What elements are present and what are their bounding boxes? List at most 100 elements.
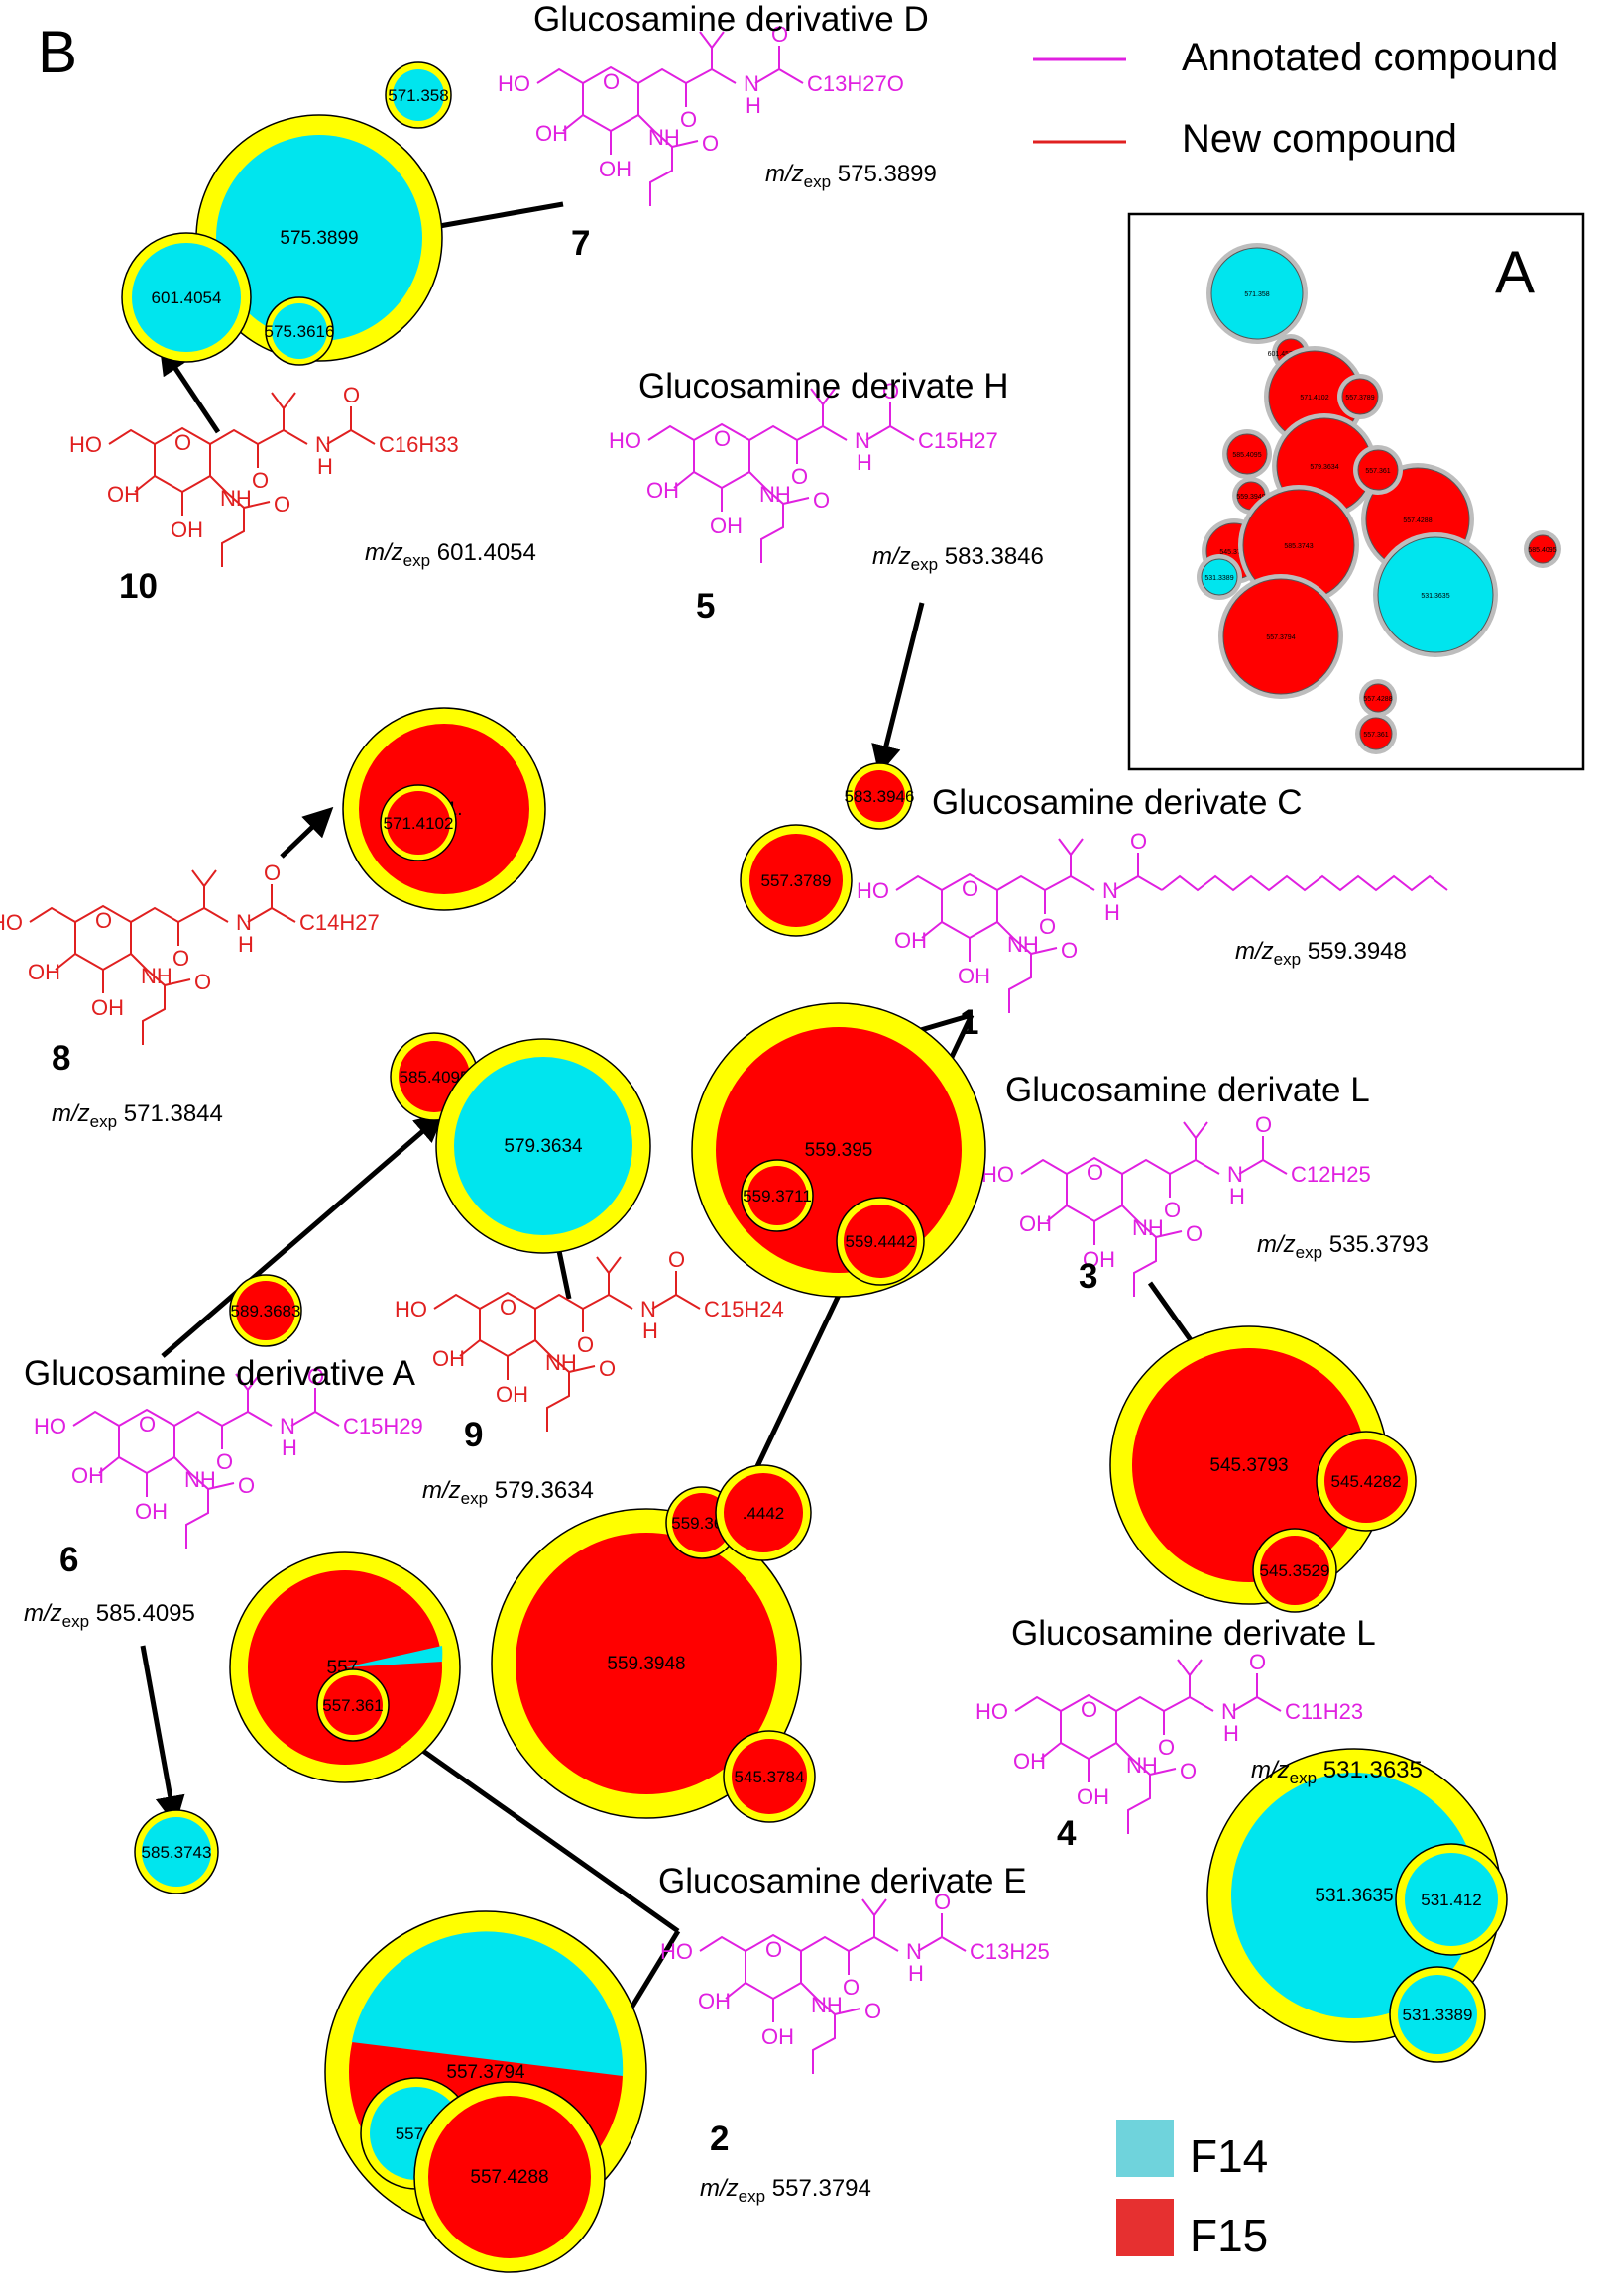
node-core xyxy=(724,1473,803,1552)
node-label: 531.412 xyxy=(1421,1891,1481,1909)
amide-bond xyxy=(1232,1673,1282,1712)
node-core xyxy=(516,1533,777,1794)
label-ho: HO xyxy=(660,1939,693,1964)
node-559.4442: 559.4442 xyxy=(836,1197,925,1286)
node-core xyxy=(1398,1975,1477,2054)
label-ho: HO xyxy=(609,428,641,453)
label-o: O xyxy=(216,1449,233,1474)
node-cyan-slice xyxy=(351,1931,624,2076)
amide-bond xyxy=(917,1913,967,1952)
label-ho: HO xyxy=(34,1414,66,1438)
compound-4-mz: m/zexp 531.3635 xyxy=(1251,1757,1423,1788)
node-557.4288: 557.4288 xyxy=(413,2081,606,2273)
inset-node-label: 579.3634 xyxy=(1310,464,1338,471)
long-acyl-chain xyxy=(1161,874,1448,892)
node-557.3789: 557.3789 xyxy=(740,824,853,937)
node-label: 531.3635 xyxy=(1315,1886,1393,1906)
node-545.3529: 545.3529 xyxy=(1252,1528,1337,1613)
node-575.3899: 575.3899 xyxy=(195,114,443,362)
label-o: O xyxy=(95,908,112,933)
node-core xyxy=(323,1675,383,1735)
label-o: O xyxy=(307,1364,324,1389)
node-core xyxy=(1260,1536,1329,1605)
node-label: 545.3793 xyxy=(1209,1455,1288,1476)
node-label: 545.3784 xyxy=(735,1768,805,1786)
label-oh: OH xyxy=(1083,1247,1115,1272)
inset-node xyxy=(1201,558,1238,596)
structure-8: HOOHOHNHOOONHOC14H27 xyxy=(0,861,380,1045)
ester-chain xyxy=(637,67,737,85)
label-h: H xyxy=(238,932,254,957)
node-core xyxy=(142,1817,211,1887)
compound-2-mz: m/zexp 557.3794 xyxy=(700,2175,871,2207)
label-ho: HO xyxy=(395,1297,427,1321)
label-oh: OH xyxy=(71,1463,104,1488)
node-core xyxy=(747,1166,807,1225)
node-label: 559.3711 xyxy=(743,1187,812,1205)
cluster-1-label: 1 xyxy=(960,1003,979,1042)
node-label: 559.3948 xyxy=(607,1654,685,1674)
node-label: 589.3683 xyxy=(231,1302,301,1320)
ch2oh-bond xyxy=(1014,1695,1062,1712)
label-oh: OH xyxy=(710,514,743,538)
label-nh: NH xyxy=(648,125,680,150)
label-h: H xyxy=(282,1435,297,1460)
label-oh: OH xyxy=(135,1499,168,1524)
label-o: O xyxy=(238,1473,255,1498)
acyl-formula: C13H27O xyxy=(807,71,904,96)
inset-node-label: 557.4288 xyxy=(1363,696,1392,703)
inset-node xyxy=(1226,433,1268,475)
ch2oh-bond xyxy=(72,1410,120,1427)
mz-subscript: exp xyxy=(402,550,431,570)
label-n: N xyxy=(1102,878,1118,903)
label-o: O xyxy=(813,488,830,513)
butanoyl xyxy=(130,953,191,1045)
compound-4-title: Glucosamine derivate L xyxy=(1011,1614,1376,1653)
compound-2-number: 2 xyxy=(710,2120,730,2158)
label-oh: OH xyxy=(28,960,60,984)
butanoyl xyxy=(996,921,1058,1013)
compound-9-number: 9 xyxy=(464,1416,484,1454)
inset-panel-a: 571.358601.4575.3616571.4102557.3789585.… xyxy=(1127,212,1585,771)
nodes-layer: 571.358575.3899601.4054575.3616571.571.4… xyxy=(121,61,1508,2273)
arrow xyxy=(159,344,221,434)
node-label: 583.3946 xyxy=(845,787,915,806)
amide-bond xyxy=(290,1388,340,1427)
label-o: O xyxy=(1081,1697,1097,1722)
mz-value: 575.3899 xyxy=(837,161,937,187)
node-core xyxy=(732,1739,807,1814)
label-oh: OH xyxy=(1077,1784,1109,1809)
label-o: O xyxy=(500,1295,516,1320)
mz-symbol: m/z xyxy=(1235,938,1274,965)
mz-symbol: m/z xyxy=(872,543,911,570)
inset-node xyxy=(1341,378,1379,415)
inset-node-label: 557.3789 xyxy=(1345,395,1374,402)
arrow xyxy=(161,1112,445,1358)
node-label: 571.358 xyxy=(388,86,448,105)
label-o: O xyxy=(843,1975,860,2000)
compound-3-mz: m/zexp 535.3793 xyxy=(1257,1231,1429,1263)
butanoyl xyxy=(534,1339,596,1432)
label-ho: HO xyxy=(975,1699,1008,1724)
label-h: H xyxy=(317,454,333,479)
node-559.3711: 559.3711 xyxy=(741,1159,814,1232)
butanoyl xyxy=(1121,1205,1183,1297)
label-nh: NH xyxy=(1132,1215,1164,1240)
node-557.: 557. xyxy=(229,1551,461,1783)
compound-4-number: 4 xyxy=(1057,1814,1077,1853)
panel-b-label: B xyxy=(38,19,78,85)
mz-symbol: m/z xyxy=(24,1600,62,1627)
label-o: O xyxy=(1061,938,1078,963)
inset-node xyxy=(1210,247,1304,340)
ch2oh-bond xyxy=(433,1293,481,1310)
legend-new-label: New compound xyxy=(1182,117,1457,161)
amide-bond xyxy=(247,884,296,923)
label-n: N xyxy=(640,1297,656,1321)
inset-node-label: 571.358 xyxy=(1244,291,1269,298)
arrow xyxy=(382,1721,680,1934)
